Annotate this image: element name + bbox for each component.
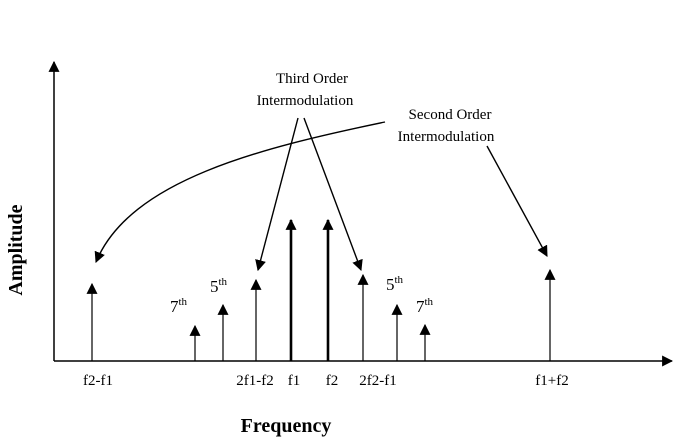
order-label-sup: th <box>179 296 188 308</box>
second-order-arrow-left <box>94 121 386 264</box>
order-label-seventh-right: 7th <box>416 296 434 316</box>
second-order-arrow-right <box>486 145 548 257</box>
order-label-seventh-left: 7th <box>170 296 188 316</box>
order-label-base: 7 <box>170 297 179 316</box>
order-label-base: 5 <box>386 275 395 294</box>
order-label-sup: th <box>425 296 434 308</box>
second-order-label-line2: Intermodulation <box>398 129 495 145</box>
order-label-base: 7 <box>416 297 425 316</box>
order-label-fifth-left: 5th <box>210 276 228 296</box>
x-axis-title: Frequency <box>241 415 332 437</box>
third-order-label-line1: Third Order <box>276 71 348 87</box>
tick-label-f1: f1 <box>288 373 301 389</box>
tick-label-f1-plus-f2: f1+f2 <box>535 373 568 389</box>
third-order-arrow-right <box>303 117 363 272</box>
tick-label-2f1-minus-f2: 2f1-f2 <box>236 373 274 389</box>
tick-label-f2-minus-f1: f2-f1 <box>83 373 113 389</box>
third-order-label-line2: Intermodulation <box>257 93 354 109</box>
second-order-label-line1: Second Order <box>409 107 492 123</box>
tick-label-f2: f2 <box>326 373 339 389</box>
order-label-base: 5 <box>210 277 219 296</box>
order-label-sup: th <box>395 274 404 286</box>
order-label-fifth-right: 5th <box>386 274 404 294</box>
tick-label-2f2-minus-f1: 2f2-f1 <box>359 373 397 389</box>
order-label-sup: th <box>219 276 228 288</box>
y-axis-title: Amplitude <box>5 204 27 295</box>
